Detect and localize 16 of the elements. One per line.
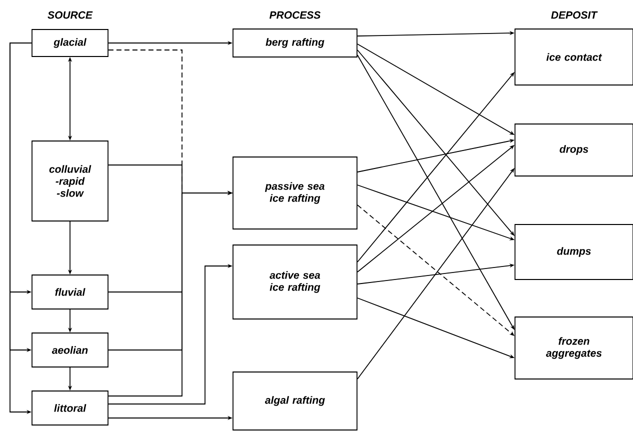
deposit-box: dumps	[514, 224, 633, 280]
source-box: littoral	[32, 390, 108, 426]
process-box: berg rafting	[232, 28, 358, 58]
process-box: active sea ice rafting	[232, 244, 358, 320]
column-heading: SOURCE	[48, 11, 93, 19]
source-box: fluvial	[32, 274, 108, 310]
source-box: colluvial -rapid -slow	[32, 140, 108, 222]
deposit-box: ice contact	[514, 28, 633, 86]
process-box: passive sea ice rafting	[232, 156, 358, 230]
process-box: algal rafting	[232, 372, 358, 430]
source-box: aeolian	[32, 332, 108, 368]
source-box: glacial	[32, 29, 108, 57]
deposit-box: drops	[514, 124, 633, 176]
column-heading: DEPOSIT	[551, 11, 598, 19]
column-heading: PROCESS	[270, 11, 321, 19]
deposit-box: frozen aggregates	[514, 316, 633, 380]
